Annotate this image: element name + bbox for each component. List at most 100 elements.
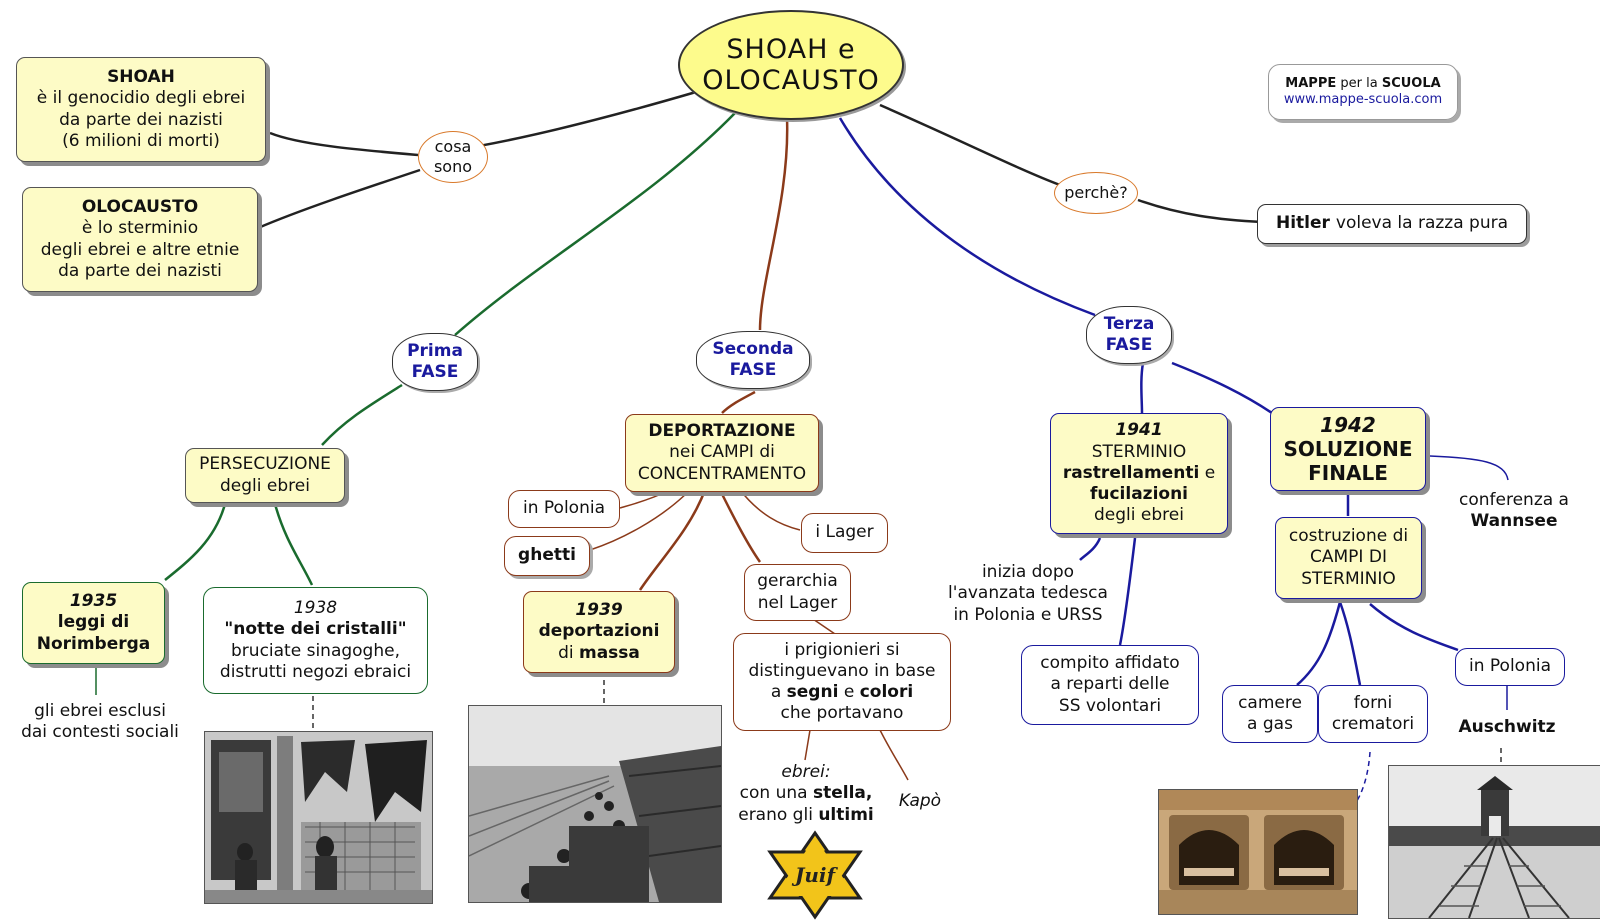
link-prima-persecuzione: [321, 383, 403, 446]
link-terza-1941: [1140, 362, 1145, 414]
hitler-bold: Hitler: [1275, 213, 1330, 234]
seconda-fase-node[interactable]: Seconda FASE: [696, 331, 810, 389]
perche-text: perchè?: [1064, 183, 1128, 202]
costruzione-line2: CAMPI DI: [1310, 547, 1387, 568]
costruzione-line3: STERMINIO: [1301, 568, 1396, 589]
olocausto-heading: OLOCAUSTO: [81, 197, 199, 217]
logo-per: per la: [1340, 75, 1378, 91]
link-seconda-deportazione: [721, 390, 756, 414]
forni-photo: [1158, 789, 1358, 915]
in-polonia-3-text: in Polonia: [1469, 656, 1551, 677]
1939-line1: deportazioni: [538, 621, 660, 642]
link-1941-compito: [1118, 537, 1137, 646]
olocausto-definition-node[interactable]: OLOCAUSTO è lo sterminio degli ebrei e a…: [22, 187, 258, 292]
year-1938: 1938: [293, 598, 338, 618]
esclusi-line2: dai contesti sociali: [21, 722, 179, 743]
logo-url: www.mappe-scuola.com: [1283, 92, 1443, 107]
1942-line1: SOLUZIONE: [1283, 437, 1413, 461]
year-1939: 1939: [575, 600, 623, 621]
link-1942-conferenza: [1429, 455, 1509, 481]
link-prigionieri-ebrei: [804, 729, 811, 761]
compito-line2: a reparti delle: [1050, 674, 1170, 695]
1942-line2: FINALE: [1308, 461, 1388, 485]
kapo-text: Kapò: [890, 791, 950, 812]
prima-fase-node[interactable]: Prima FASE: [392, 333, 478, 391]
terza-fase-node[interactable]: Terza FASE: [1086, 306, 1172, 364]
shoah-line2: da parte dei nazisti: [59, 109, 223, 130]
inizia-line2: l'avanzata tedesca: [948, 583, 1108, 604]
1939-line2: di massa: [558, 643, 640, 664]
link-prigionieri-kapo: [879, 729, 909, 781]
deportazione-node[interactable]: DEPORTAZIONE nei CAMPI di CONCENTRAMENTO: [625, 414, 819, 492]
gerarchia-line1: gerarchia: [757, 571, 838, 592]
link-costruzione-forni: [1338, 601, 1362, 686]
terza-line2: FASE: [1105, 335, 1153, 355]
prigionieri-e: e: [843, 682, 855, 702]
camere-node[interactable]: camere a gas: [1222, 685, 1318, 743]
node-1935[interactable]: 1935 leggi di Norimberga: [22, 582, 165, 664]
in-polonia-node-2[interactable]: in Polonia: [508, 490, 620, 528]
link-title-seconda: [758, 117, 789, 331]
compito-node[interactable]: compito affidato a reparti delle SS volo…: [1021, 645, 1199, 725]
1939-massa: massa: [579, 642, 640, 663]
prigionieri-segni: segni: [786, 682, 839, 702]
prigionieri-line1: i prigionieri si: [784, 639, 900, 660]
conferenza-line2: Wannsee: [1470, 511, 1558, 532]
1941-line2: rastrellamenti e: [1063, 463, 1215, 484]
year-1942: 1942: [1320, 413, 1376, 437]
link-costruzione-polonia: [1369, 603, 1459, 652]
train-image: [469, 706, 721, 902]
link-dep-polonia: [619, 489, 671, 509]
olocausto-line2: degli ebrei e altre etnie: [40, 239, 240, 260]
ovens-image: [1159, 790, 1357, 914]
year-1941: 1941: [1115, 420, 1163, 441]
ebrei-ultimi: ultimi: [818, 804, 874, 825]
link-dep-ghetti: [589, 489, 691, 551]
perche-link-label[interactable]: perchè?: [1054, 172, 1138, 214]
persecuzione-node[interactable]: PERSECUZIONE degli ebrei: [185, 448, 345, 503]
conferenza-line1: conferenza a: [1459, 490, 1569, 510]
node-1941[interactable]: 1941 STERMINIO rastrellamenti e fucilazi…: [1050, 413, 1228, 534]
prigionieri-node[interactable]: i prigionieri si distinguevano in base a…: [733, 633, 951, 731]
costruzione-line1: costruzione di: [1288, 526, 1409, 547]
auschwitz-photo: [1388, 765, 1600, 919]
shoah-line3: (6 milioni di morti): [62, 130, 220, 151]
ebrei-text: ebrei: con una stella, erano gli ultimi: [726, 762, 886, 826]
costruzione-node[interactable]: costruzione di CAMPI DI STERMINIO: [1275, 517, 1422, 599]
persecuzione-line1: PERSECUZIONE: [199, 454, 331, 475]
ebrei-erano-gli: erano gli: [738, 804, 813, 825]
in-polonia-node-3[interactable]: in Polonia: [1455, 648, 1565, 686]
inizia-text: inizia dopo l'avanzata tedesca in Poloni…: [938, 562, 1118, 626]
link-dep-1939: [638, 489, 707, 591]
ghetti-text: ghetti: [518, 545, 576, 566]
1935-line1: leggi di: [57, 612, 130, 633]
mappe-scuola-logo[interactable]: MAPPE per la SCUOLA www.mappe-scuola.com: [1268, 64, 1458, 120]
node-1942[interactable]: 1942 SOLUZIONE FINALE: [1270, 407, 1426, 491]
auschwitz-image: [1389, 766, 1600, 918]
camere-line2: a gas: [1247, 714, 1293, 734]
shoah-line1: è il genocidio degli ebrei: [36, 88, 246, 109]
1941-line4: degli ebrei: [1094, 505, 1184, 526]
node-1939[interactable]: 1939 deportazioni di massa: [523, 591, 675, 673]
gerarchia-node[interactable]: gerarchia nel Lager: [744, 564, 851, 621]
node-1938[interactable]: 1938 "notte dei cristalli" bruciate sina…: [203, 587, 428, 694]
hitler-node[interactable]: Hitler voleva la razza pura: [1257, 204, 1527, 244]
prigionieri-colori: colori: [859, 682, 914, 702]
title-node[interactable]: SHOAH e OLOCAUSTO: [678, 10, 904, 120]
shoah-definition-node[interactable]: SHOAH è il genocidio degli ebrei da part…: [16, 57, 266, 162]
ebrei-line1: ebrei:: [781, 762, 831, 782]
1941-line1: STERMINIO: [1091, 441, 1187, 462]
link-dep-gerarchia: [718, 489, 762, 563]
conferenza-text: conferenza a Wannsee: [1448, 490, 1580, 533]
link-perche-hitler: [1137, 198, 1263, 224]
forni-node[interactable]: forni crematori: [1318, 685, 1428, 743]
auschwitz-label: Auschwitz: [1458, 717, 1556, 737]
1938-line1: "notte dei cristalli": [224, 619, 407, 640]
persecuzione-line2: degli ebrei: [220, 475, 310, 496]
1941-e: e: [1204, 462, 1216, 483]
ghetti-node[interactable]: ghetti: [504, 536, 590, 576]
cosa-sono-link-label[interactable]: cosa sono: [418, 131, 488, 183]
lager-node[interactable]: i Lager: [801, 513, 888, 553]
inizia-line3: in Polonia e URSS: [953, 604, 1103, 625]
